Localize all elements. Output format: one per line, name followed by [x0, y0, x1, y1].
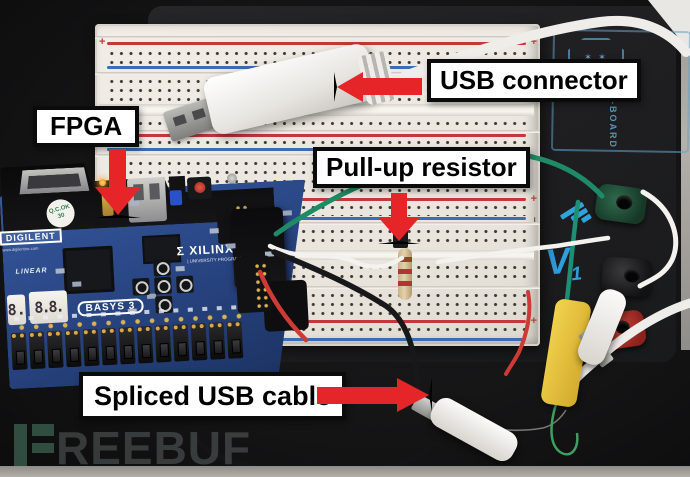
right-edge-strip: [681, 0, 690, 350]
freebuf-watermark: REEBUF: [14, 424, 251, 472]
arrow-down-icon: [391, 193, 407, 219]
pullup-resistor: [398, 248, 412, 300]
fpga-annotation-label: FPGA: [33, 106, 140, 148]
rail-plus-mark: +: [530, 36, 537, 48]
power-rail-red-line: [107, 198, 526, 201]
arrow-right-icon: [317, 387, 399, 404]
white-post-wire: [637, 189, 679, 289]
freebuf-logo-bar-icon: [14, 424, 27, 472]
arrow-left-icon: [358, 78, 422, 95]
usb-connector-annotation-label: USB connector: [427, 59, 641, 103]
plate-adboard-text: AD-BOARD: [608, 84, 618, 149]
rail-plus-mark: +: [530, 193, 537, 205]
breadboard-strip-edge: [95, 36, 540, 39]
white-jumper-wire: [435, 235, 611, 265]
freebuf-logo-f-icon: [32, 424, 54, 472]
red-jumper-wire: [257, 269, 309, 343]
white-data-wire: [267, 243, 405, 269]
rail-plus-mark: +: [530, 315, 537, 327]
breadboard-holes: [105, 118, 528, 128]
arrow-down-head-icon: [378, 217, 420, 244]
rail-plus-mark: +: [99, 36, 106, 48]
pullup-annotation-label: Pull-up resistor: [313, 147, 530, 189]
usb-cable-top: [400, 16, 690, 81]
power-rail-red-line: [107, 42, 526, 45]
power-rail-blue-line: [107, 217, 526, 220]
red-wire-to-splice: [504, 290, 532, 376]
arrow-down-head-icon: [95, 187, 141, 218]
spliced-annotation-label: Spliced USB cable: [79, 372, 347, 421]
freebuf-watermark-text: REEBUF: [56, 422, 252, 474]
breadboard-strip-edge: [95, 286, 540, 289]
breadboard-strip-edge: [95, 222, 540, 225]
green-pigtail-wire: [550, 397, 579, 456]
arrow-left-head-icon: [334, 72, 363, 102]
photo-bottom-edge: [0, 466, 690, 477]
power-rail-red-line: [107, 320, 526, 323]
breadboard-holes: [105, 137, 528, 147]
arrow-right-head-icon: [397, 378, 432, 412]
breadboard-strip-edge: [95, 130, 540, 133]
power-rail-red-line: [107, 134, 526, 137]
power-rail-blue-line: [107, 338, 526, 341]
arrow-down-icon: [109, 149, 126, 189]
